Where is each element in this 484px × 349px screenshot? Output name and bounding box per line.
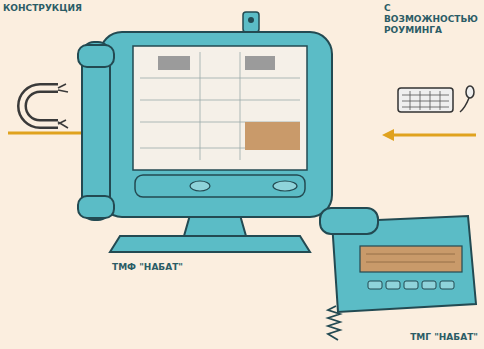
heading-label: КОНСТРУКЦИЯ — [3, 3, 82, 14]
keyboard-icon — [398, 88, 453, 112]
device-caption: ТМГ "НАБАТ" — [410, 332, 478, 343]
device-caption: ТМФ "НАБАТ" — [112, 262, 183, 273]
microphone-icon — [460, 86, 474, 112]
magnet-icon — [22, 84, 68, 128]
desk-phone — [320, 208, 476, 340]
heading-label: С ВОЗМОЖНОСТЬЮ РОУМИНГА — [384, 3, 480, 36]
monitor-device — [78, 12, 332, 252]
input-arrow — [382, 129, 476, 141]
